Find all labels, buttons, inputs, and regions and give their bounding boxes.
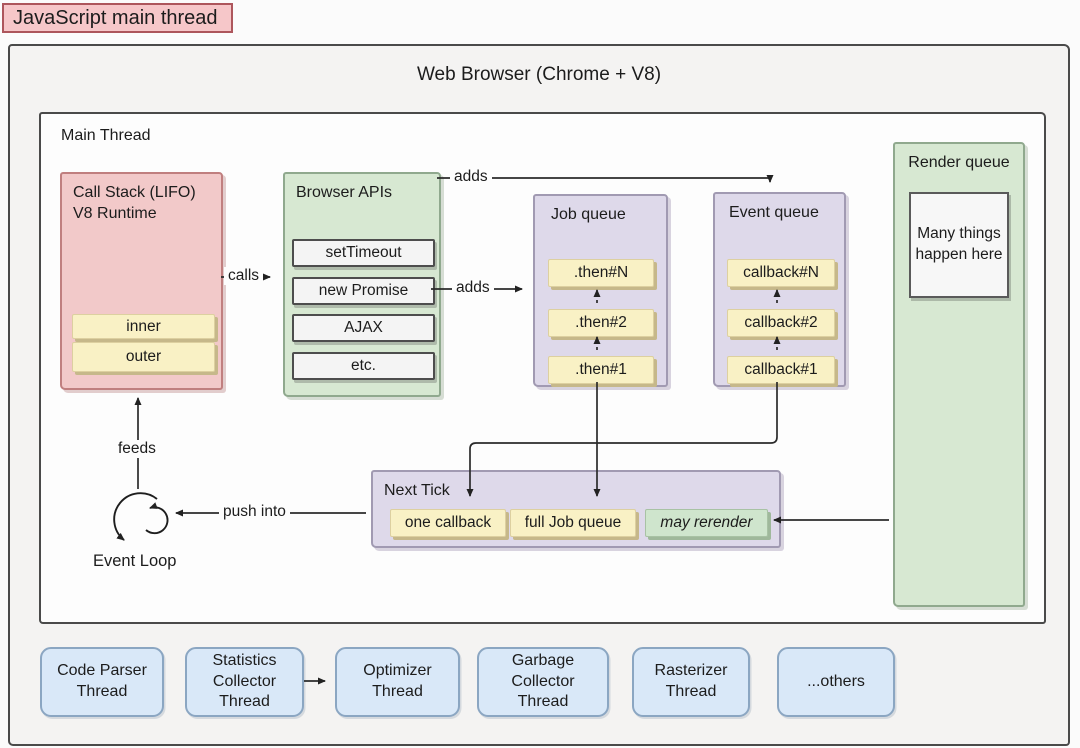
next-tick-title: Next Tick [384,482,450,499]
api-ajax: AJAX [292,314,435,342]
javascript-main-thread-tag: JavaScript main thread [2,3,233,33]
job-then-n: .then#N [548,259,654,287]
stack-frame-outer: outer [72,342,215,372]
job-then-2: .then#2 [548,309,654,337]
api-etc: etc. [292,352,435,380]
event-queue-panel: Event queue callback#N callback#2 callba… [713,192,846,387]
next-tick-may-rerender: may rerender [645,509,768,537]
event-callback-2: callback#2 [727,309,835,337]
next-tick-one-callback: one callback [390,509,506,537]
thread-statistics-collector: Statistics Collector Thread [185,647,304,717]
browser-apis-panel: Browser APIs setTimeout new Promise AJAX… [283,172,441,397]
thread-rasterizer: Rasterizer Thread [632,647,750,717]
job-queue-panel: Job queue .then#N .then#2 .then#1 [533,194,668,387]
event-queue-title: Event queue [729,204,819,221]
job-then-1: .then#1 [548,356,654,384]
call-stack-title-line2: V8 Runtime [73,204,157,222]
push-into-label: push into [219,503,290,521]
browser-apis-title: Browser APIs [296,184,393,201]
api-new-promise: new Promise [292,277,435,305]
calls-label: calls [224,267,264,285]
feeds-label: feeds [114,440,160,458]
call-stack-panel: Call Stack (LIFO) V8 Runtime inner outer [60,172,223,390]
thread-optimizer: Optimizer Thread [335,647,460,717]
main-thread-panel: Main Thread Call Stack (LIFO) V8 Runtime… [39,112,1046,624]
thread-code-parser: Code Parser Thread [40,647,164,717]
main-thread-label: Main Thread [61,127,151,144]
next-tick-panel: Next Tick one callback full Job queue ma… [371,470,781,548]
web-browser-title: Web Browser (Chrome + V8) [416,64,662,85]
thread-garbage-collector: Garbage Collector Thread [477,647,609,717]
call-stack-title: Call Stack (LIFO) V8 Runtime [73,183,196,225]
next-tick-full-job-queue: full Job queue [510,509,636,537]
job-queue-title: Job queue [551,206,626,223]
event-loop-label: Event Loop [93,552,177,570]
call-stack-title-line1: Call Stack (LIFO) [73,184,196,201]
thread-others: ...others [777,647,895,717]
web-browser-panel: Web Browser (Chrome + V8) Main Thread Ca… [8,44,1070,746]
adds-to-event-queue-label: adds [450,168,492,186]
api-settimeout: setTimeout [292,239,435,267]
render-queue-note: Many things happen here [909,192,1009,298]
render-queue-panel: Render queue Many things happen here [893,142,1025,607]
stack-frame-inner: inner [72,314,215,339]
render-queue-title: Render queue [908,154,1010,171]
event-callback-1: callback#1 [727,356,835,384]
adds-to-job-queue-label: adds [452,279,494,297]
event-callback-n: callback#N [727,259,835,287]
